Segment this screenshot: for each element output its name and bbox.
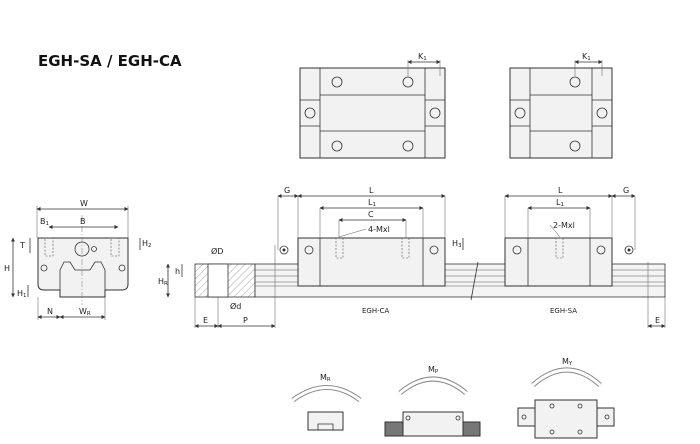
caption-egh-ca: EGH-CA [362, 307, 390, 315]
dim-k1-ca: K1 [418, 52, 427, 62]
dim-p: P [243, 316, 248, 325]
dim-c: C [368, 210, 374, 219]
dim-od: ØD [211, 246, 223, 256]
dim-l1-ca: L1 [368, 198, 376, 208]
label-2-mxl: 2-Mxl [553, 221, 575, 230]
dim-h: H [4, 264, 10, 273]
dim-hr: HR [158, 277, 168, 287]
svg-text:MP: MP [428, 365, 439, 375]
top-view-sa: K1 [509, 52, 613, 159]
dim-h2: H2 [142, 239, 152, 249]
dim-b1: B1 [40, 217, 49, 227]
dim-w: W [80, 199, 88, 208]
dim-h3: H3 [452, 239, 462, 249]
label-4-mxl: 4-Mxl [368, 225, 390, 234]
dim-l1-sa: L1 [556, 198, 564, 208]
dim-wr: WR [79, 307, 91, 317]
dim-b: B [80, 217, 86, 226]
dim-l-ca: L [369, 186, 374, 195]
dim-od-small: Ød [230, 301, 241, 311]
caption-egh-sa: EGH-SA [550, 307, 577, 315]
dim-g-right: G [623, 186, 629, 195]
dim-h1: H1 [17, 289, 27, 299]
page-title: EGH-SA / EGH-CA [38, 52, 182, 70]
side-view: G L L1 C 4-Mxl H3 EGH-CA L G L1 2-Mxl EG… [158, 186, 666, 328]
moment-mp: MP [384, 365, 481, 437]
front-view: W B1 B H T H1 H2 N WR [4, 199, 152, 320]
svg-text:MR: MR [320, 373, 331, 383]
svg-text:MY: MY [562, 357, 573, 367]
dim-h-small: h [175, 267, 180, 276]
dim-l-sa: L [558, 186, 563, 195]
dim-t: T [19, 241, 25, 250]
moment-my: MY [517, 357, 615, 439]
dim-n: N [47, 307, 53, 316]
top-view-ca: K1 [299, 52, 446, 159]
dim-e-right: E [655, 316, 660, 325]
dim-e: E [203, 316, 208, 325]
dim-g-left: G [284, 186, 290, 195]
dim-k1-sa: K1 [582, 52, 591, 62]
moment-mr: MR [291, 373, 362, 431]
